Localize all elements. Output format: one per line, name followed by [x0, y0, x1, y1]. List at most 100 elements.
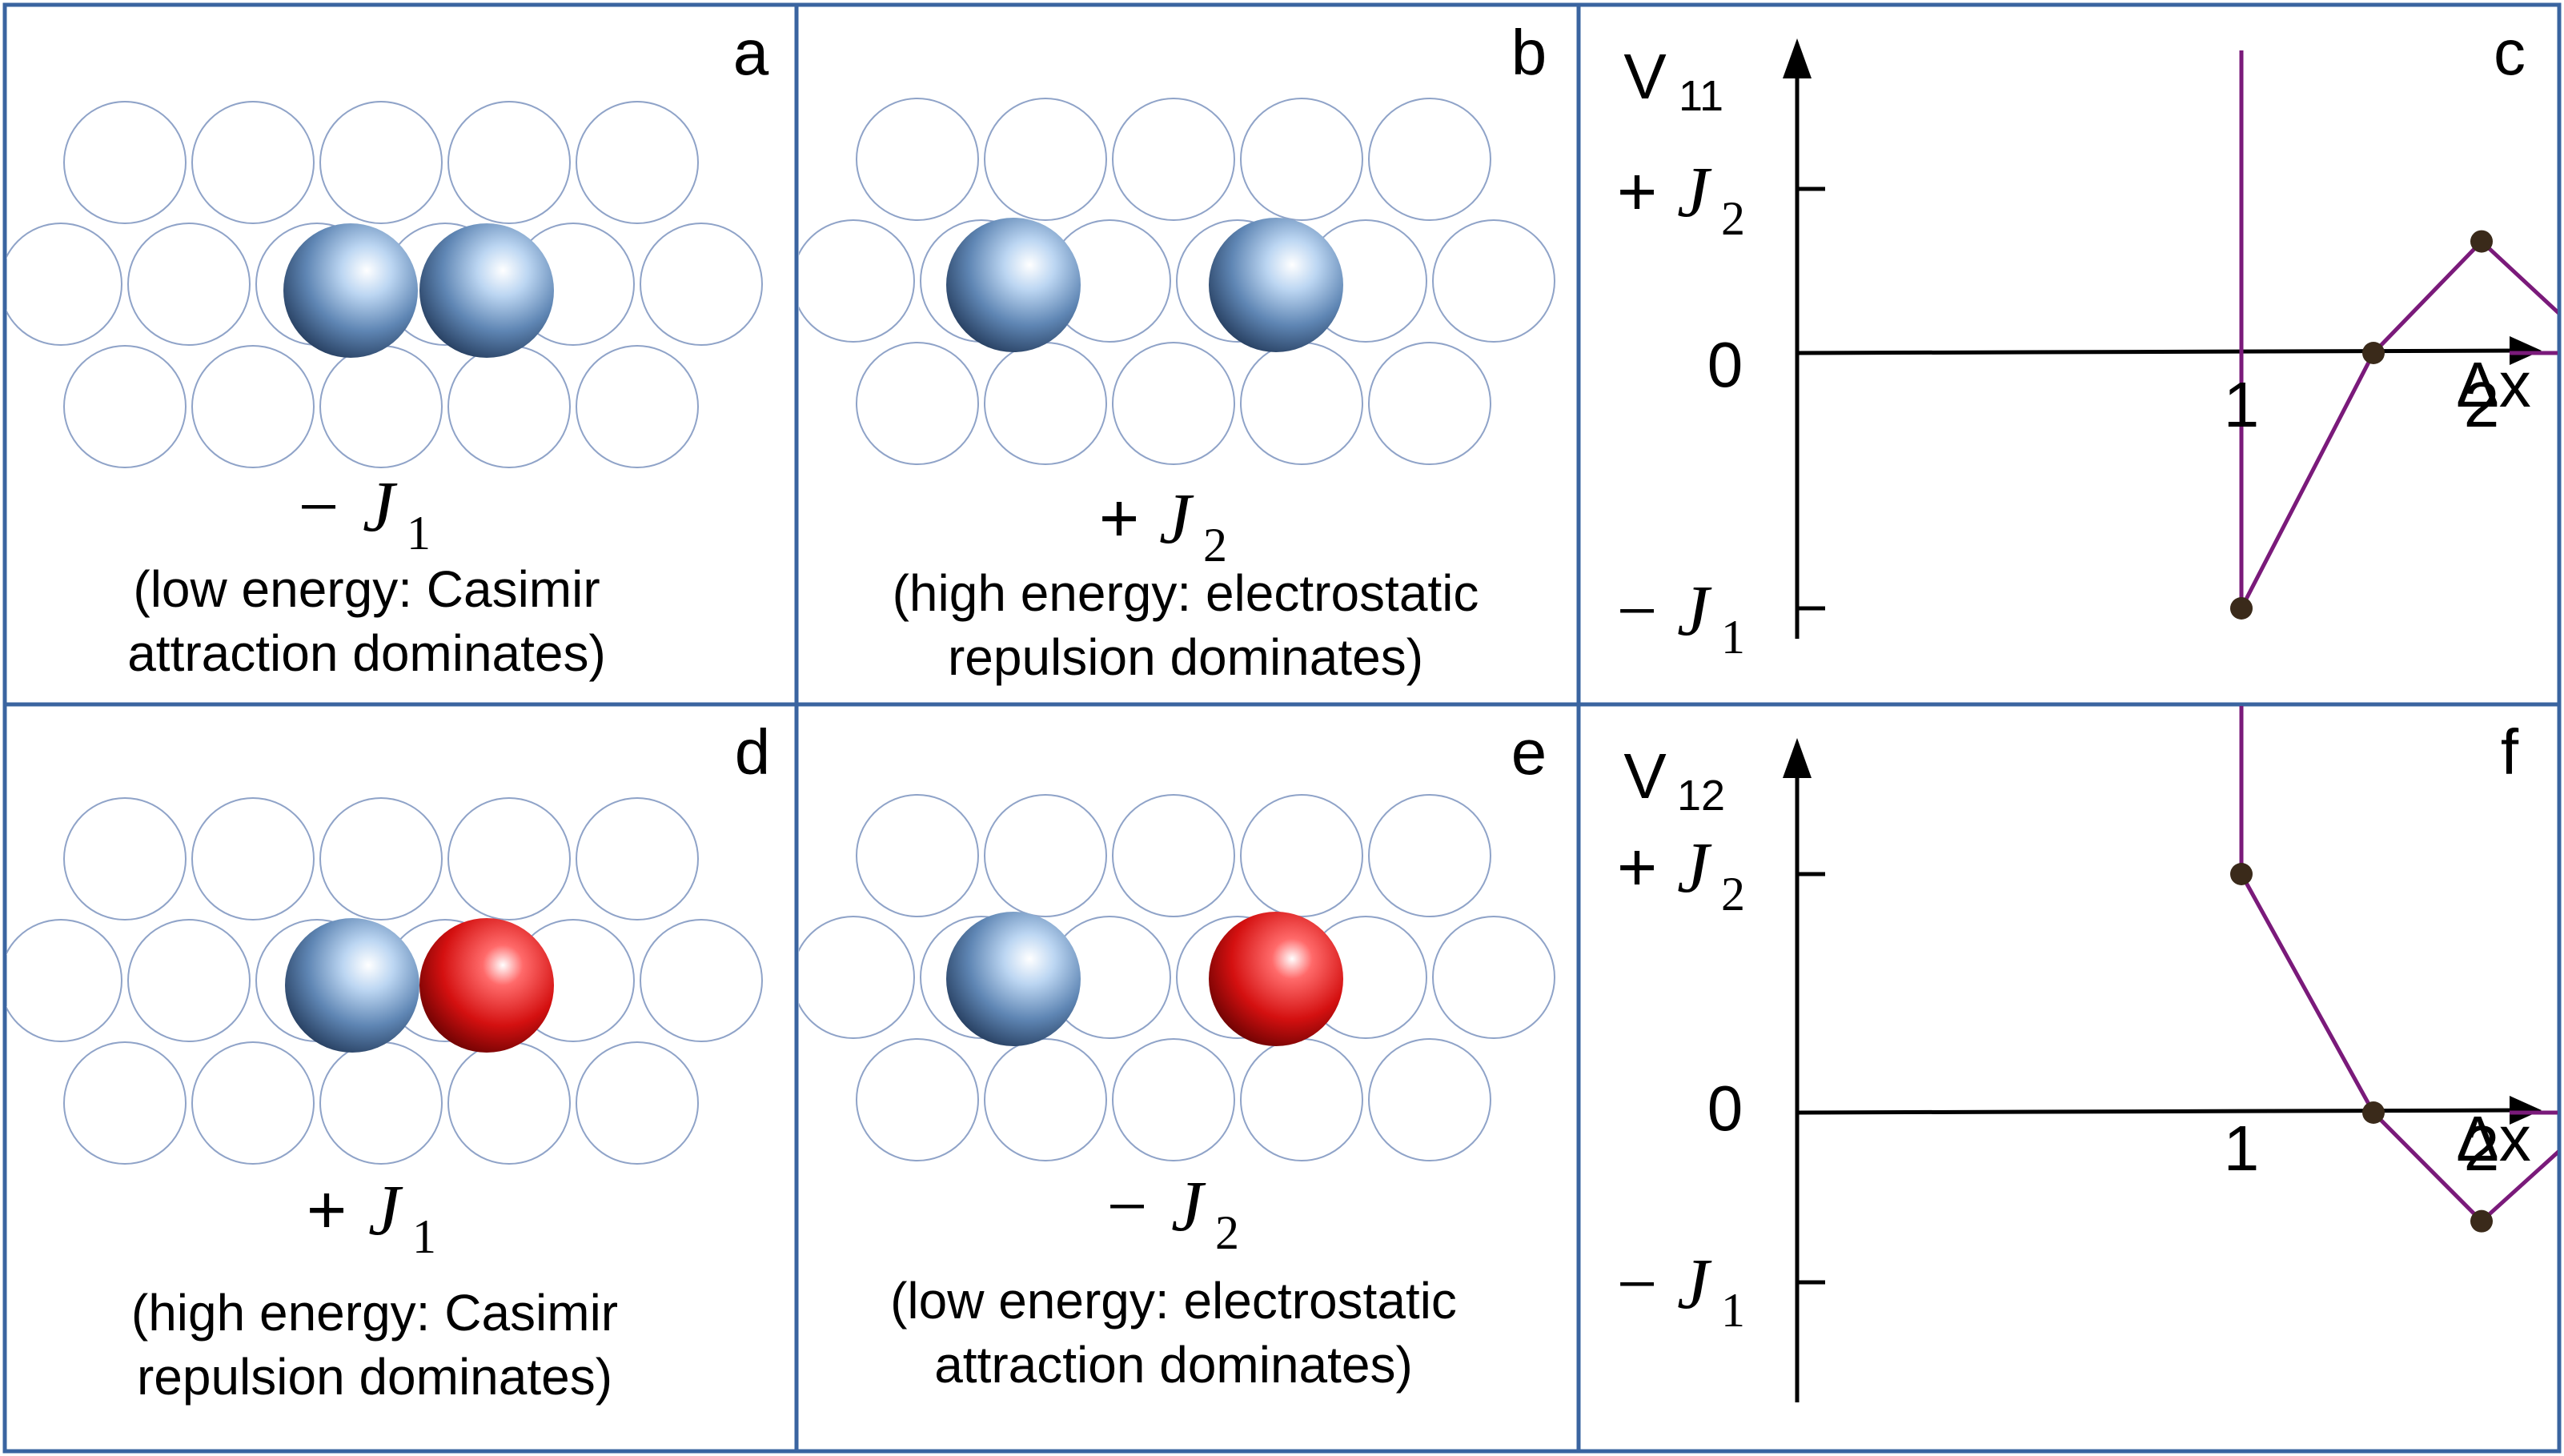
caption-line-2: repulsion dominates): [948, 628, 1423, 686]
x-tick-label: 2: [2464, 369, 2500, 440]
y-level-symbol: J: [1677, 153, 1712, 232]
lattice-atom: [1112, 1038, 1235, 1161]
energy-symbol: J: [1159, 479, 1194, 559]
x-tick-label: 1: [2224, 1113, 2260, 1184]
panel-e: e − J 2 (low energy: electrostatic attra…: [799, 716, 1555, 1394]
lattice-atom: [856, 1038, 979, 1161]
chart-c-plot: [1783, 38, 2558, 639]
lattice-atom: [640, 919, 763, 1042]
lattice-atom: [63, 1041, 187, 1165]
blue-atom: [283, 223, 418, 358]
y-level-top: + J 2: [1616, 153, 1745, 245]
lattice-atom: [191, 345, 315, 468]
lattice-atom: [191, 797, 315, 921]
y-level-sign: +: [1616, 153, 1657, 232]
energy-symbol: J: [1171, 1167, 1206, 1246]
y-axis-label-subscript: 12: [1677, 772, 1725, 820]
x-tick-label: 2: [2464, 1113, 2500, 1184]
potential-curve: [2239, 239, 2558, 610]
y-level-sign: −: [1617, 572, 1658, 651]
lattice-atom: [63, 797, 187, 921]
lattice-atom: [191, 1041, 315, 1165]
lattice-atom: [984, 342, 1107, 465]
lattice-atom: [1368, 342, 1491, 465]
panel-letter: f: [2501, 716, 2519, 788]
energy-subscript: 2: [1203, 519, 1227, 572]
y-level-subscript: 1: [1721, 1284, 1745, 1337]
caption-line-2: repulsion dominates): [137, 1348, 612, 1406]
x-axis: [1796, 1108, 2518, 1115]
energy-sign: −: [299, 467, 339, 547]
lattice-atom: [127, 223, 251, 346]
energy-subscript: 2: [1215, 1206, 1239, 1259]
energy-sign: −: [1107, 1167, 1148, 1246]
panel-b: b + J 2 (high energy: electrostatic repu…: [799, 17, 1555, 686]
x-axis-label: Δx: [2456, 349, 2530, 420]
caption-line-2: attraction dominates): [127, 624, 606, 682]
lattice-atom: [319, 345, 443, 468]
data-point: [2230, 863, 2253, 885]
lattice-d: [6, 797, 763, 1165]
panel-letter: a: [733, 17, 769, 88]
lattice-atom: [799, 916, 915, 1039]
panel-d: d + J 1 (high energy: Casimir repulsion …: [6, 716, 770, 1406]
y-axis-label-subscript: 11: [1679, 72, 1723, 120]
panel-letter: c: [2494, 17, 2526, 88]
y-axis-label: V: [1623, 740, 1667, 812]
lattice-atom: [1112, 342, 1235, 465]
data-point: [2362, 1101, 2385, 1124]
data-point: [2470, 1209, 2493, 1233]
energy-label-e: − J 2: [1107, 1167, 1239, 1259]
y-zero-label: 0: [1707, 329, 1743, 400]
lattice-atom: [63, 101, 187, 224]
energy-sign: +: [1098, 479, 1139, 559]
lattice-atom: [447, 797, 571, 921]
lattice-atom: [191, 101, 315, 224]
y-level-bottom: − J 1: [1617, 572, 1745, 664]
energy-label-b: + J 2: [1098, 479, 1227, 572]
lattice-atom: [127, 919, 251, 1042]
data-point: [2470, 230, 2493, 253]
lattice-atom: [856, 342, 979, 465]
adatoms-b: [946, 218, 1343, 352]
lattice-atom: [319, 797, 443, 921]
lattice-atom: [447, 101, 571, 224]
lattice-atom: [6, 223, 122, 346]
red-atom: [1209, 912, 1343, 1046]
energy-symbol: J: [368, 1171, 403, 1250]
x-axis-arrow: [2510, 336, 2542, 365]
adatoms-e: [946, 912, 1343, 1046]
lattice-atom: [447, 345, 571, 468]
lattice-atom: [984, 98, 1107, 221]
lattice-atom: [799, 219, 915, 343]
y-level-bottom: − J 1: [1617, 1245, 1745, 1337]
lattice-atom: [1368, 1038, 1491, 1161]
lattice-atom: [576, 101, 699, 224]
lattice-atom: [984, 1038, 1107, 1161]
adatoms-d: [285, 918, 554, 1053]
chart-panel-f: f V 12 Δx 1 2 + J 2 0 − J 1: [1616, 706, 2558, 1402]
lattice-atom: [1240, 98, 1363, 221]
y-level-subscript: 1: [1721, 611, 1745, 664]
lattice-atom: [1240, 794, 1363, 917]
y-level-sign: +: [1616, 828, 1657, 908]
energy-label-a: − J 1: [299, 467, 431, 560]
y-level-top: + J 2: [1616, 828, 1745, 921]
caption-line-1: (low energy: electrostatic: [890, 1272, 1457, 1330]
y-axis-label: V: [1623, 41, 1667, 112]
panel-letter: b: [1511, 17, 1547, 88]
lattice-atom: [1368, 98, 1491, 221]
blue-atom: [1209, 218, 1343, 352]
lattice-atom: [1112, 794, 1235, 917]
lattice-atom: [1240, 342, 1363, 465]
lattice-atom: [63, 345, 187, 468]
blue-atom: [946, 912, 1081, 1046]
y-level-subscript: 2: [1721, 868, 1745, 921]
lattice-atom: [6, 919, 122, 1042]
y-level-symbol: J: [1677, 572, 1712, 651]
blue-atom: [419, 223, 554, 358]
lattice-atom: [1432, 219, 1555, 343]
lattice-atom: [319, 101, 443, 224]
